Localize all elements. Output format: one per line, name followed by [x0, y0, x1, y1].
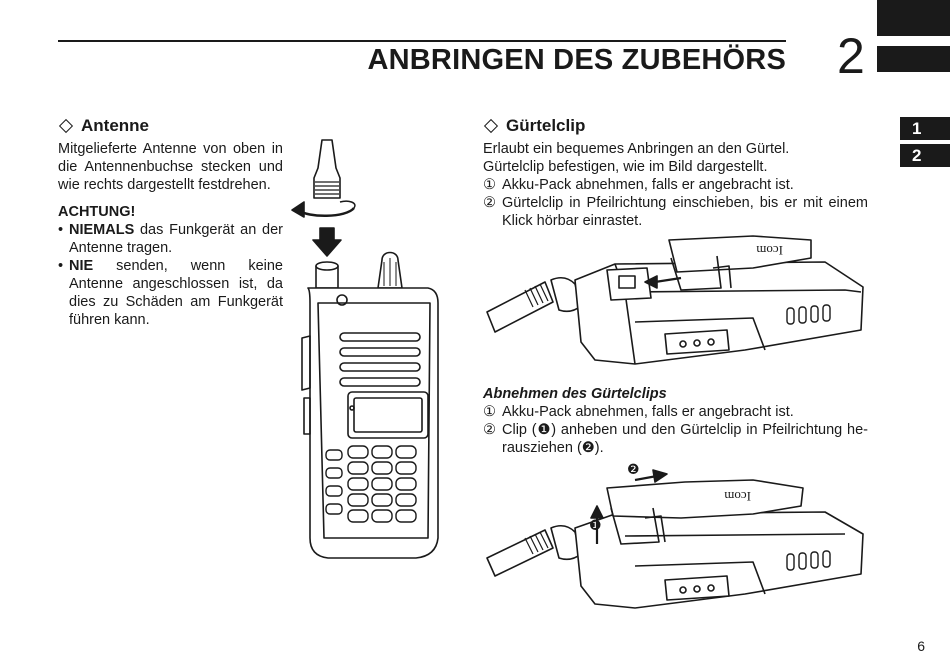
caution-bullet-text: das Funkgerät an der Antenne tragen.	[69, 222, 283, 256]
step-text: Gürtelclip in Pfeilrichtung einschieben,…	[502, 195, 868, 229]
caution-label: ACHTUNG!	[58, 204, 136, 220]
remove-step: ② Clip (❶) anheben und den Gürtelclip in …	[483, 421, 868, 457]
step-text: Akku-Pack abnehmen, falls er angebracht …	[502, 404, 794, 420]
chapter-tab-block	[877, 0, 950, 36]
remove-section: Abnehmen des Gürtelclips ① Akku-Pack abne…	[483, 386, 868, 457]
caution-bullet: NIEMALS das Funkgerät an der Antenne tra…	[58, 221, 283, 257]
remove-step: ① Akku-Pack abnehmen, falls er angebracht…	[483, 403, 868, 421]
diamond-icon	[58, 118, 74, 134]
antenna-intro: Mitgelieferte Antenne von oben in die An…	[58, 141, 283, 193]
beltclip-intro: Erlaubt ein bequemes Anbringen an den Gü…	[483, 140, 868, 230]
chapter-tab-block	[877, 46, 950, 72]
page-number: 6	[917, 638, 925, 654]
beltclip-step: ① Akku-Pack abnehmen, falls er angebracht…	[483, 176, 868, 194]
page-title: ANBRINGEN DES ZUBEHÖRS	[367, 44, 786, 76]
marker-icon: ❶	[536, 422, 552, 438]
beltclip-attach-illustration: Icom	[486, 235, 864, 365]
marker-1-label: ❶	[589, 518, 602, 534]
chapter-number: 2	[837, 28, 865, 84]
caution-block: ACHTUNG! NIEMALS das Funkgerät an der An…	[58, 203, 283, 329]
marker-icon: ❷	[581, 440, 595, 456]
step-text: ) anheben und den Gürtelclip in Pfeilric…	[502, 422, 868, 456]
beltclip-line: Gürtelclip befestigen, wie im Bild darge…	[483, 159, 768, 175]
section-tab-2[interactable]: 2	[900, 144, 950, 167]
caution-bullet-bold: NIEMALS	[69, 222, 135, 238]
remove-heading: Abnehmen des Gürtelclips	[483, 386, 667, 402]
caution-bullet-text: senden, wenn keine Antenne angeschlossen…	[69, 258, 283, 328]
caution-bullet: NIE senden, wenn keine Antenne angeschlo…	[58, 257, 283, 329]
step-number: ②	[483, 422, 496, 438]
caution-bullet-bold: NIE	[69, 258, 94, 274]
step-number: ①	[483, 404, 496, 420]
beltclip-step: ② Gürtelclip in Pfeilrichtung einschieben…	[483, 194, 868, 230]
header-rule	[58, 40, 786, 42]
beltclip-line: Erlaubt ein bequemes Anbringen an den Gü…	[483, 141, 790, 157]
step-number: ①	[483, 177, 496, 193]
beltclip-remove-illustration: ❷ ❶ Icom	[486, 462, 864, 609]
antenna-heading: Antenne	[58, 116, 149, 136]
beltclip-heading-text: Gürtelclip	[506, 116, 586, 135]
step-text: Akku-Pack abnehmen, falls er angebracht …	[502, 177, 794, 193]
antenna-heading-text: Antenne	[81, 116, 149, 135]
brand-label: Icom	[724, 489, 751, 504]
step-number: ②	[483, 195, 496, 211]
step-text: ).	[594, 440, 604, 456]
diamond-icon	[483, 118, 499, 134]
section-tab-1[interactable]: 1	[900, 117, 950, 140]
beltclip-heading: Gürtelclip	[483, 116, 585, 136]
marker-2-label: ❷	[627, 462, 640, 478]
step-text: Clip (	[502, 422, 537, 438]
radio-antenna-illustration	[291, 139, 439, 559]
brand-label: Icom	[756, 243, 783, 258]
